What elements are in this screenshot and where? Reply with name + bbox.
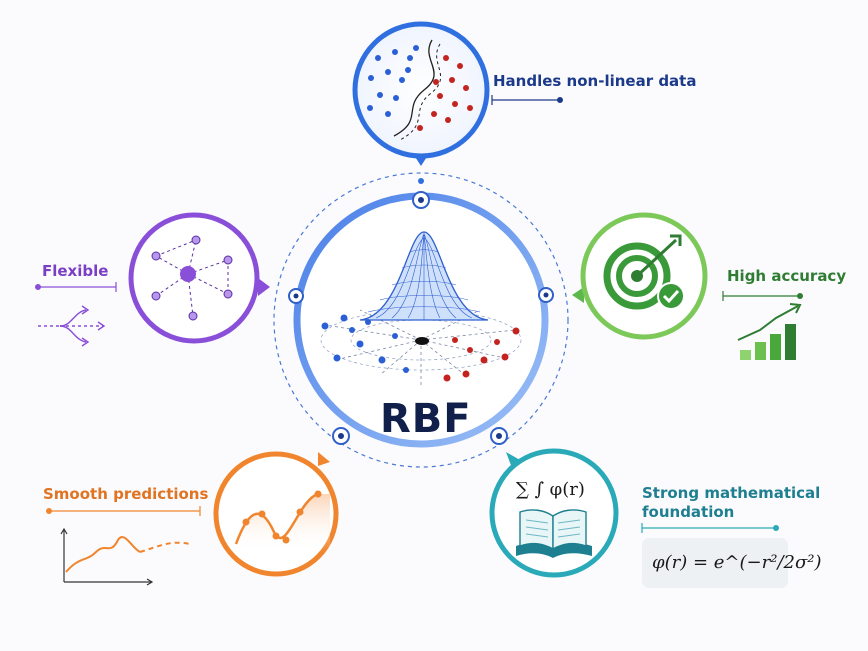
smooth-curve [234,492,319,545]
gaussian-surface-icon [320,231,522,385]
rbf-title: RBF [380,396,472,442]
formula-box [642,538,788,588]
nonlinear-data-bubble [352,21,490,166]
high-accuracy-label: High accuracy [727,267,847,285]
accuracy-label-connector [722,291,803,301]
math-label-connector [641,523,779,533]
math-symbols: ∑ ∫ φ(r) [516,479,585,500]
branching-arrows-icon [38,305,106,347]
top-label-connector [491,95,563,105]
decision-boundary [393,39,435,137]
smooth-predictions-bubble [213,451,339,577]
flexible-label: Flexible [42,262,109,280]
smooth-predictions-label: Smooth predictions [43,485,209,503]
ring-nodes [288,178,554,445]
accuracy-target-bubble [572,212,708,340]
flexible-network-bubble [128,212,270,344]
flexible-label-connector [35,282,117,292]
math-foundation-label: Strong mathematical foundation [642,484,821,521]
outer-dashed-ring [273,172,569,468]
open-book-icon [516,509,592,558]
smooth-curve-chart-icon [60,527,191,586]
rbf-formula: φ(r) = e^(−r²/2σ²) [652,552,822,573]
rising-bars-icon [737,303,802,360]
nonlinear-data-label: Handles non-linear data [493,72,697,90]
smooth-label-connector [46,506,201,516]
